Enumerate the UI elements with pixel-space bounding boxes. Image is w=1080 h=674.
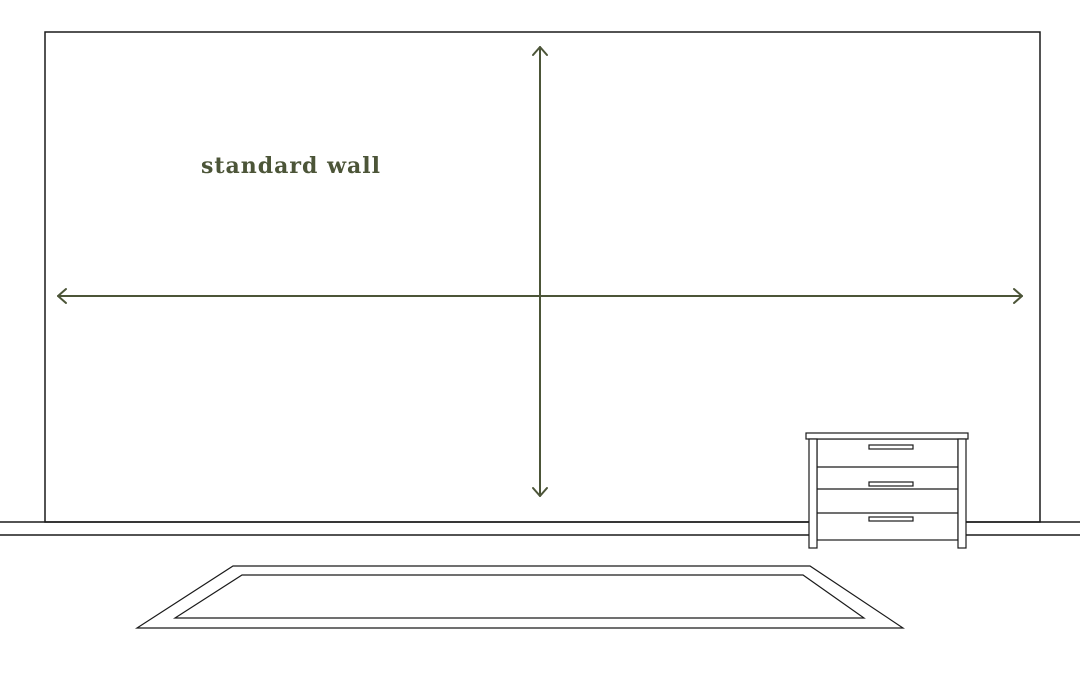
drawer-handle — [868, 444, 914, 450]
drawer-handle — [868, 481, 914, 487]
dresser-leg-left — [808, 438, 818, 549]
arrow-head-up-icon — [532, 46, 548, 56]
dresser — [805, 432, 969, 549]
arrow-head-right-icon — [1013, 288, 1023, 304]
wall-label: standard wall — [201, 153, 381, 179]
dimension-arrows — [57, 46, 1023, 497]
dresser-leg-right — [957, 438, 967, 549]
drawer-handle — [868, 516, 914, 522]
arrow-head-left-icon — [57, 288, 67, 304]
dresser-top — [805, 432, 969, 440]
arrow-head-down-icon — [532, 487, 548, 497]
rug — [134, 565, 905, 629]
